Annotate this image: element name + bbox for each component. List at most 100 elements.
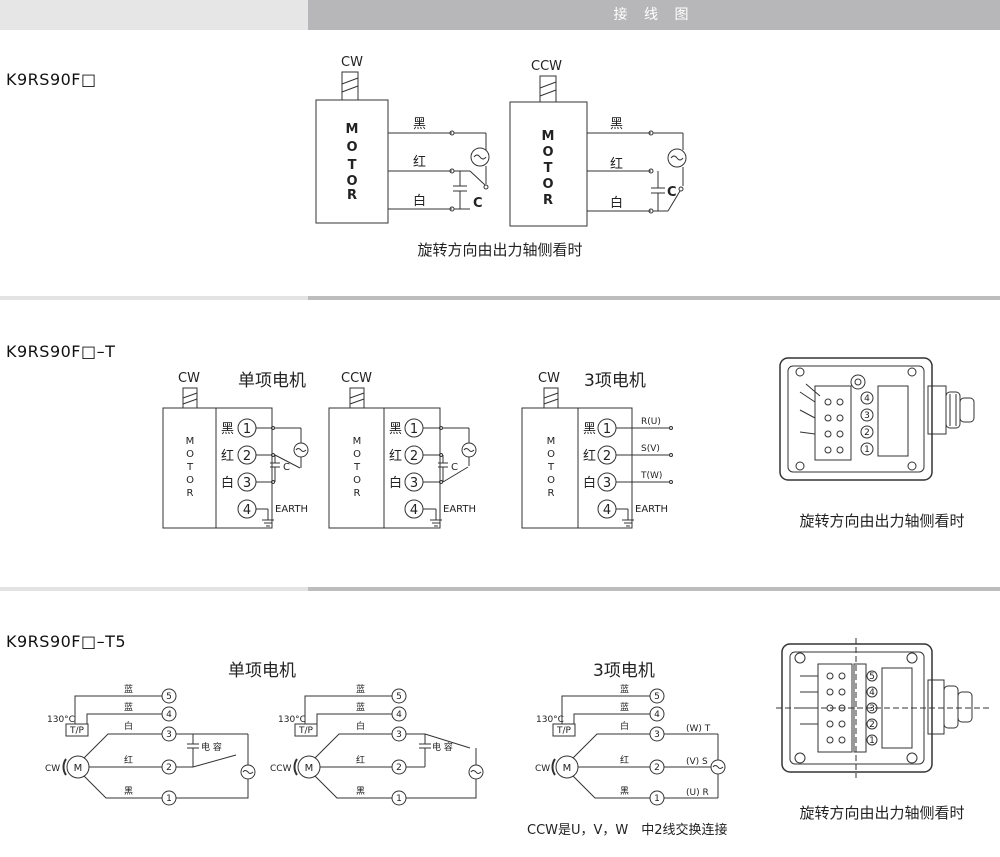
box-terminal-number: 4 (864, 394, 870, 404)
s1-ccw-diagram: CCW M O T O R 黑 红 白 C (509, 59, 687, 227)
box-terminal-number: 5 (869, 672, 875, 682)
phase-label-t: T(W) (640, 471, 662, 481)
ac-source-icon (470, 147, 490, 167)
wire-label-black: 黑 (356, 786, 365, 797)
motor-letter: O (547, 475, 555, 486)
motor-letter: T (186, 462, 194, 473)
rotation-label: CW (535, 764, 550, 774)
motor-letter: R (548, 488, 555, 499)
wire-label-black: 黑 (620, 786, 629, 797)
wire-label-red: 红 (413, 154, 426, 170)
s3-cw-diagram: 5 4 3 2 1 蓝 蓝 白 红 黑 T/P 130°C M CW 电 容 (45, 683, 256, 806)
rotation-label: CCW (270, 764, 292, 774)
s3-three-phase-title: 3项电机 (593, 661, 655, 681)
terminal-number: 2 (654, 763, 660, 773)
motor-letter: M (353, 436, 362, 447)
motor-letter: O (542, 145, 553, 160)
temperature-label: 130°C (47, 715, 75, 725)
wire-label-red: 红 (221, 448, 234, 464)
motor-label: M (74, 763, 83, 774)
motor-letter: M (186, 436, 195, 447)
temperature-label: 130°C (278, 715, 306, 725)
motor-letter: R (543, 193, 553, 208)
terminal-number: 3 (166, 730, 172, 740)
s1-ccw-label: CCW (531, 59, 562, 74)
motor-letter: O (542, 177, 553, 192)
s3-terminal-box-illustration: 5 4 3 2 1 (776, 638, 990, 778)
earth-label: EARTH (443, 504, 476, 515)
terminal-number: 3 (243, 476, 251, 491)
phase-label-s: S(V) (641, 444, 660, 454)
motor-letter: M (346, 122, 359, 137)
s2-caption: 旋转方向由出力轴侧看时 (799, 512, 964, 530)
s3-ccw-note: CCW是U，V，W 中2线交换连接 (527, 822, 728, 838)
s1-cw-motor-body (315, 99, 389, 224)
motor-letter: R (347, 188, 357, 203)
terminal-number: 2 (166, 763, 172, 773)
motor-letter: O (186, 475, 194, 486)
capacitor-label: 电 容 (201, 741, 222, 753)
terminal-number: 1 (166, 794, 172, 804)
wire-label-black: 黑 (221, 422, 234, 437)
motor-letter: T (348, 158, 357, 173)
s1-cw-diagram: CW M O T O R 黑 红 白 C (315, 55, 490, 224)
terminal-number: 1 (603, 422, 611, 437)
wire-label-red: 红 (389, 448, 402, 464)
s2-cw-diagram: CW M O T O R 黑 红 白 1 2 3 4 C EARTH (162, 371, 309, 529)
wire-label-white: 白 (583, 475, 596, 491)
capacitor-label: C (667, 185, 677, 200)
page-title: 接 线 图 (308, 0, 1000, 30)
wire-label-red: 红 (620, 754, 629, 766)
model-label-3: K9RS90F□–T5 (6, 632, 127, 651)
terminal-number: 4 (166, 710, 172, 720)
motor-letter: O (186, 449, 194, 460)
s2-single-phase-title: 单项电机 (238, 371, 306, 391)
capacitor-label: C (283, 462, 290, 473)
wire-label-white: 白 (413, 193, 426, 209)
motor-letter: R (187, 488, 194, 499)
motor-letter: M (542, 129, 555, 144)
s1-caption: 旋转方向由出力轴侧看时 (417, 241, 582, 259)
s2-three-phase-title: 3项电机 (584, 371, 646, 391)
terminal-number: 1 (654, 794, 660, 804)
s2-3ph-cw-label: CW (538, 371, 560, 386)
motor-letter: O (353, 475, 361, 486)
capacitor-label: 电 容 (432, 741, 453, 753)
s1-cw-label: CW (341, 55, 363, 70)
wire-label-white: 白 (221, 475, 234, 491)
wire-label-red: 红 (356, 754, 365, 766)
wire-label-red: 红 (124, 754, 133, 766)
section-divider-1 (0, 296, 1000, 300)
phase-label-v: (V) S (686, 757, 708, 767)
wire-label-blue: 蓝 (620, 701, 629, 713)
earth-label: EARTH (635, 504, 668, 515)
box-terminal-number: 2 (864, 428, 870, 438)
phase-label-u: (U) R (686, 788, 709, 798)
terminal-number: 4 (396, 710, 402, 720)
s2-terminal-box-illustration: 4 3 2 1 (779, 357, 975, 481)
terminal-number: 1 (396, 794, 402, 804)
motor-letter: O (547, 449, 555, 460)
terminal-number: 2 (396, 763, 402, 773)
box-terminal-number: 1 (869, 736, 875, 746)
wire-label-white: 白 (124, 720, 133, 732)
temperature-label: 130°C (536, 715, 564, 725)
wire-label-white: 白 (356, 720, 365, 732)
wire-label-white: 白 (610, 195, 623, 211)
terminal-number: 1 (243, 422, 251, 437)
s2-ccw-diagram: CCW M O T O R 黑 红 白 1 2 3 4 C EARTH (328, 371, 477, 529)
motor-letter: O (346, 140, 357, 155)
terminal-number: 4 (243, 503, 251, 518)
phase-label-w: (W) T (686, 724, 711, 734)
motor-letter: O (353, 449, 361, 460)
box-terminal-number: 3 (864, 411, 870, 421)
box-terminal-number: 2 (869, 720, 875, 730)
wire-label-black: 黑 (124, 786, 133, 797)
wire-label-blue: 蓝 (124, 701, 133, 713)
terminal-number: 3 (396, 730, 402, 740)
wire-label-white: 白 (620, 720, 629, 732)
thermal-protector-label: T/P (69, 726, 85, 736)
terminal-number: 5 (166, 692, 172, 702)
wire-label-black: 黑 (413, 117, 426, 132)
terminal-number: 3 (603, 476, 611, 491)
